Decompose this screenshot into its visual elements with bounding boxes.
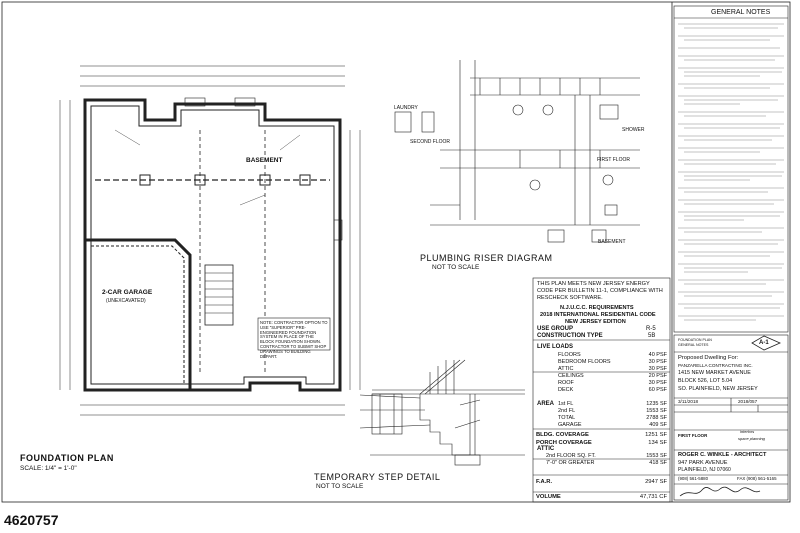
live-loads-label: LIVE LOADS [537, 344, 574, 350]
plumbing-first-floor: FIRST FLOOR [597, 157, 630, 163]
plumbing-second-floor: SECOND FLOOR [410, 139, 451, 145]
basement-label: BASEMENT [246, 157, 283, 164]
foundation-plan-title: FOUNDATION PLAN [20, 453, 114, 463]
project-address: 1415 NEW MARKET AVENUE [678, 370, 751, 376]
step-detail-drawing [359, 359, 525, 466]
architect-address-2: PLAINFIELD, NJ 07060 [678, 467, 731, 473]
construction-type-label: CONSTRUCTION TYPE [537, 333, 603, 339]
general-notes-box [673, 5, 789, 333]
area-label: AREA [537, 401, 555, 407]
foundation-plan-drawing [59, 65, 361, 416]
construction-type-value: 5B [648, 333, 656, 339]
general-notes-title: GENERAL NOTES [711, 9, 771, 16]
plumbing-shower: SHOWER [622, 127, 645, 133]
attic-label: ATTIC [537, 446, 555, 452]
block-lot: BLOCK 526, LOT 5.04 [678, 378, 733, 384]
general-notes-text-lines [678, 23, 784, 321]
proposed-label: Proposed Dwelling For: [678, 355, 739, 361]
sheet-sub-2: GENERAL NOTES [678, 343, 709, 347]
step-detail-scale: NOT TO SCALE [316, 483, 364, 490]
client-name: PANZARELLA CONTRACTING INC. [678, 363, 753, 368]
plumbing-riser-drawing [394, 60, 640, 243]
firm-label: FIRST FLOOR [678, 433, 708, 438]
firm-tag-2: space planning [738, 436, 765, 441]
plumbing-scale: NOT TO SCALE [432, 264, 480, 271]
garage-label: 2-CAR GARAGE [102, 289, 153, 296]
foundation-plan-scale: SCALE: 1/4" = 1'-0" [20, 465, 77, 472]
project-city: SO. PLAINFIELD, NEW JERSEY [678, 386, 758, 392]
architect-phone: (908) 561-5880 [678, 476, 709, 481]
garage-sublabel: (UNEXCAVATED) [106, 298, 146, 304]
sheet-sub-1: FOUNDATION PLAN [678, 338, 712, 342]
firm-tag-1: interiors [740, 429, 755, 434]
ucc-title-1: N.J.U.C.C. REQUIREMENTS [560, 305, 634, 311]
energy-note: THIS PLAN MEETS NEW JERSEY ENERGY CODE P… [537, 281, 663, 301]
job-number: 2018/057 [738, 399, 758, 404]
drawing-date: 3/11/2018 [678, 399, 699, 404]
sheet-number: A-1 [759, 340, 769, 346]
ucc-title-2: 2018 INTERNATIONAL RESIDENTIAL CODE [540, 312, 656, 318]
use-group-value: R-5 [646, 326, 656, 332]
ucc-title-3: NEW JERSEY EDITION [565, 319, 626, 325]
plumbing-title: PLUMBING RISER DIAGRAM [420, 253, 553, 263]
attic-row: 2nd FLOOR SQ. FT.1553 SF [546, 453, 667, 459]
use-group-label: USE GROUP [537, 326, 574, 332]
plumbing-laundry: LAUNDRY [394, 105, 418, 111]
title-block [673, 334, 789, 501]
architect-name: ROGER C. WINKLE - ARCHITECT [678, 452, 767, 458]
step-detail-title: TEMPORARY STEP DETAIL [314, 472, 441, 482]
architect-address-1: 947 PARK AVENUE [678, 460, 728, 466]
plumbing-basement: BASEMENT [598, 239, 626, 245]
listing-id: 4620757 [4, 512, 59, 528]
architect-fax: FAX (908) 561-5165 [737, 476, 777, 481]
contractor-note: NOTE: CONTRACTOR OPTION TO USE "SUPERIOR… [260, 320, 328, 359]
